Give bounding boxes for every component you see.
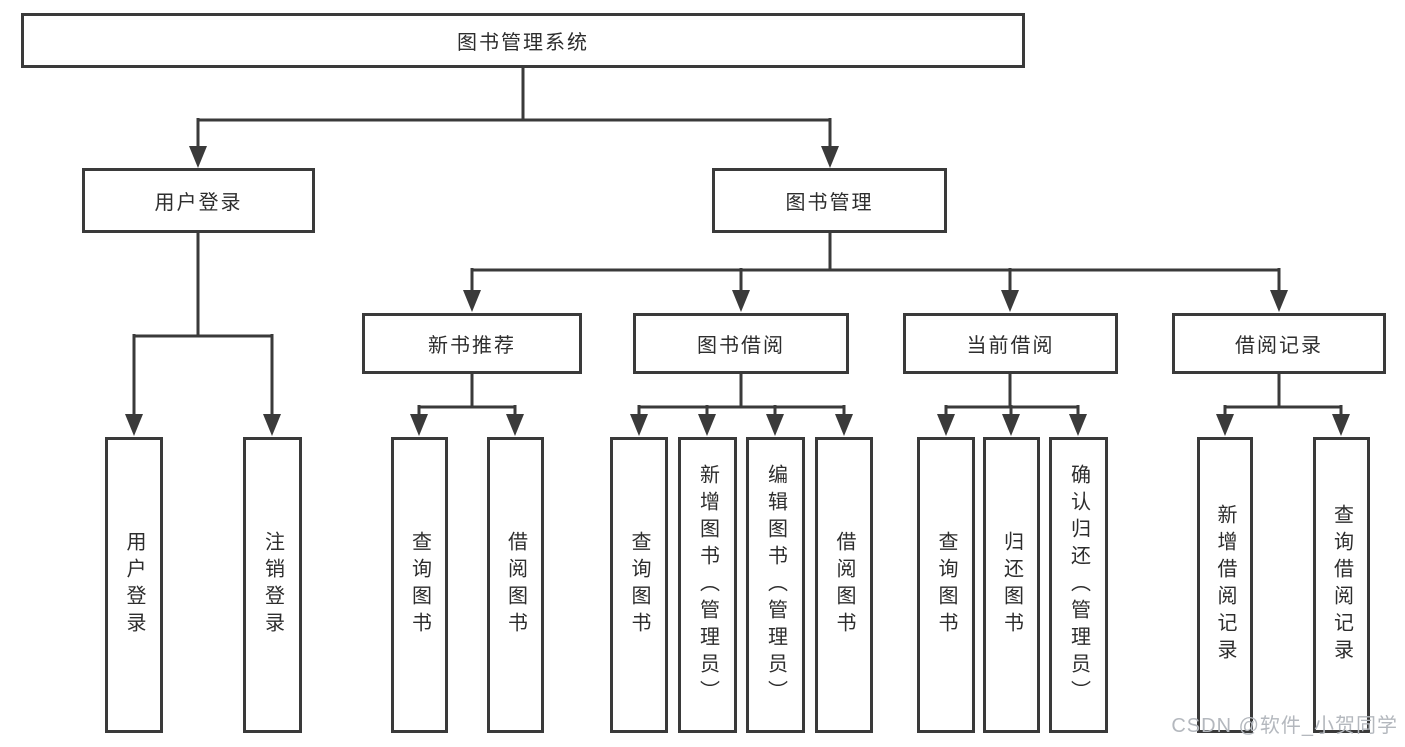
leaf-nbr-query-books-label: 查询图书 [408, 531, 431, 639]
leaf-nbr-query-books: 查询图书 [391, 437, 448, 733]
leaf-cb-return-books: 归还图书 [983, 437, 1040, 733]
leaf-nbr-borrow-books: 借阅图书 [487, 437, 544, 733]
leaf-br-query-borrow-record: 查询借阅记录 [1313, 437, 1370, 733]
leaf-bb-edit-books-admin: 编辑图书（管理员） [746, 437, 805, 733]
leaf-bb-add-books-admin: 新增图书（管理员） [678, 437, 737, 733]
leaf-bb-query-books-label: 查询图书 [628, 531, 650, 639]
node-current-borrowing-label: 当前借阅 [966, 335, 1055, 357]
node-current-borrowing: 当前借阅 [903, 313, 1118, 374]
leaf-br-add-borrow-record: 新增借阅记录 [1197, 437, 1253, 733]
node-book-borrowing: 图书借阅 [633, 313, 849, 374]
leaf-cb-confirm-return-admin-label: 确认归还（管理员） [1067, 463, 1090, 707]
leaf-cb-confirm-return-admin: 确认归还（管理员） [1049, 437, 1108, 733]
leaf-user-login-label: 用户登录 [123, 531, 145, 639]
node-book-management-label: 图书管理 [785, 192, 874, 214]
leaf-cb-query-books: 查询图书 [917, 437, 975, 733]
csdn-watermark: CSDN @软件_小贺同学 [1171, 715, 1398, 737]
leaf-bb-borrow-books-label: 借阅图书 [833, 531, 855, 639]
node-new-book-recommend-label: 新书推荐 [428, 335, 516, 357]
leaf-bb-query-books: 查询图书 [610, 437, 668, 733]
node-root-system-label: 图书管理系统 [457, 32, 589, 54]
leaf-cb-query-books-label: 查询图书 [935, 531, 957, 639]
leaf-bb-borrow-books: 借阅图书 [815, 437, 873, 733]
leaf-bb-edit-books-admin-label: 编辑图书（管理员） [764, 463, 787, 707]
leaf-nbr-borrow-books-label: 借阅图书 [504, 531, 527, 639]
leaf-cb-return-books-label: 归还图书 [1000, 531, 1023, 639]
node-new-book-recommend: 新书推荐 [362, 313, 582, 374]
node-user-login-label: 用户登录 [154, 192, 243, 214]
node-borrowing-records: 借阅记录 [1172, 313, 1386, 374]
leaf-bb-add-books-admin-label: 新增图书（管理员） [696, 463, 719, 707]
leaf-user-login: 用户登录 [105, 437, 163, 733]
node-user-login: 用户登录 [82, 168, 315, 233]
leaf-br-add-borrow-record-label: 新增借阅记录 [1214, 504, 1236, 666]
node-borrowing-records-label: 借阅记录 [1235, 335, 1323, 357]
node-book-management: 图书管理 [712, 168, 947, 233]
node-root-system: 图书管理系统 [21, 13, 1025, 68]
leaf-br-query-borrow-record-label: 查询借阅记录 [1330, 504, 1353, 666]
leaf-logout: 注销登录 [243, 437, 302, 733]
leaf-logout-label: 注销登录 [261, 531, 284, 639]
node-book-borrowing-label: 图书借阅 [697, 335, 785, 357]
